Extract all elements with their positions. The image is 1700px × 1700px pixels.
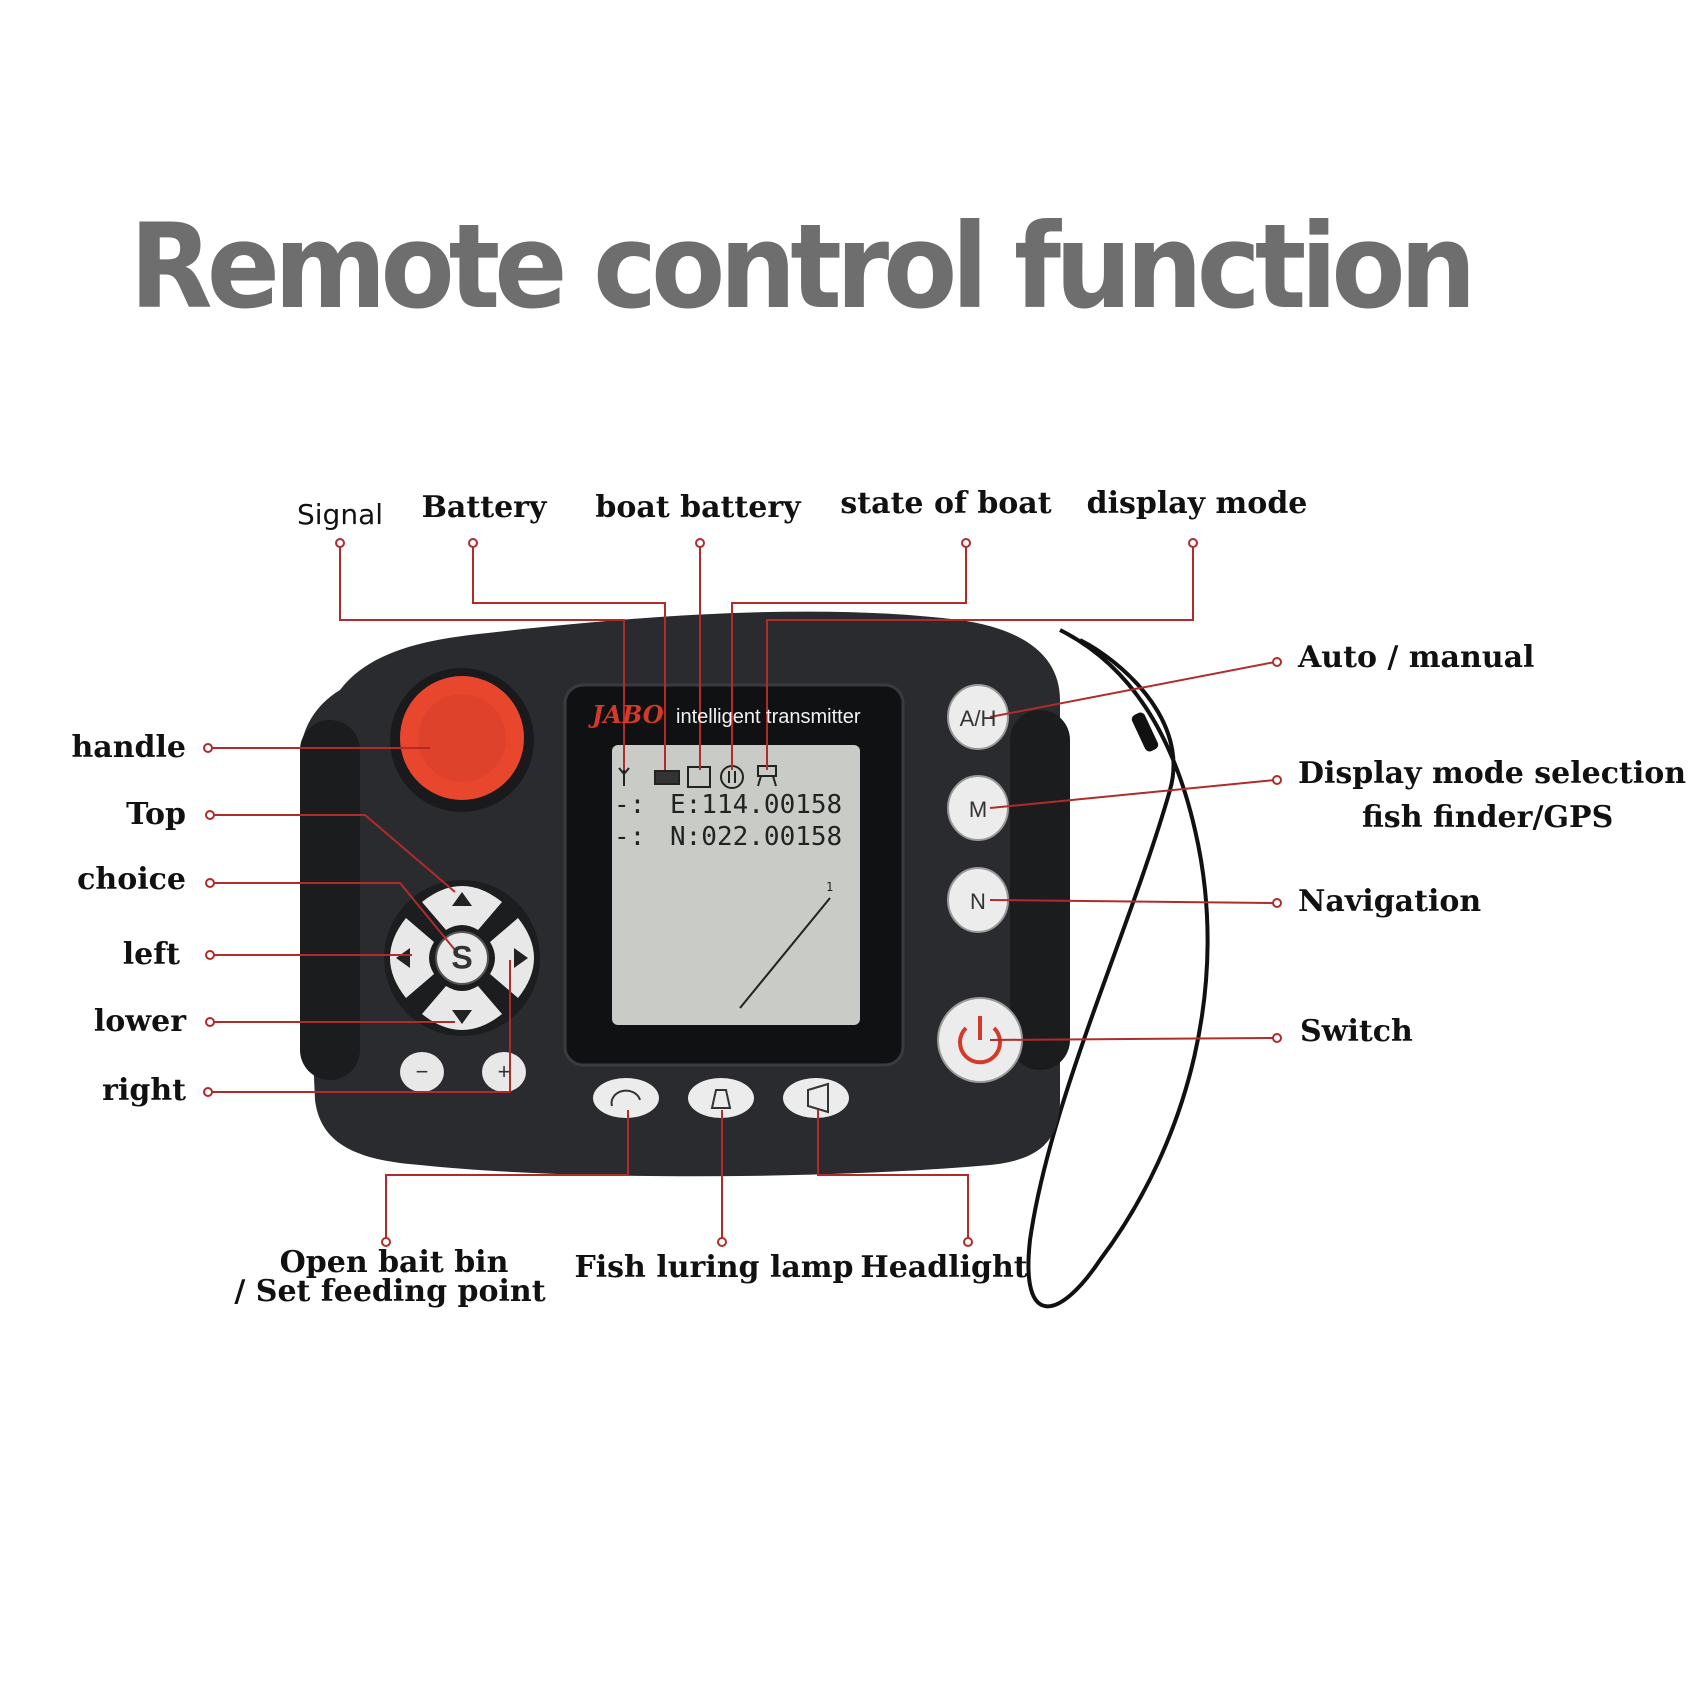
plus-button-label[interactable]: +: [497, 1059, 511, 1084]
label-set-feeding-point: / Set feeding point: [234, 1274, 546, 1309]
s-button-label[interactable]: S: [451, 939, 473, 976]
dpad-s-button: [435, 931, 489, 985]
device-subtitle: intelligent transmitter: [676, 706, 861, 728]
ah-button-label[interactable]: A/H: [959, 706, 997, 731]
lcd-status-icons: [618, 765, 777, 789]
lcd-track-line: [739, 897, 831, 1009]
label-state-of-boat: state of boat: [840, 486, 1052, 521]
label-open-bait-bin: Open bait bin: [279, 1245, 509, 1280]
label-boat-battery: boat battery: [595, 490, 801, 525]
lcd-line2: N:022.00158: [670, 822, 843, 852]
label-headlight: Headlight: [860, 1250, 1028, 1285]
arrow-left-icon: [396, 948, 410, 968]
label-fish-luring-lamp: Fish luring lamp: [574, 1250, 854, 1285]
left-grip: [300, 720, 360, 1080]
label-left: left: [122, 937, 180, 972]
label-top: Top: [126, 797, 186, 832]
lcd-line1: E:114.00158: [670, 790, 843, 820]
lanyard-clip: [1131, 712, 1159, 752]
label-switch: Switch: [1300, 1014, 1413, 1049]
dpad-left-button: [390, 918, 434, 998]
minus-button-label[interactable]: −: [415, 1059, 429, 1084]
label-choice: choice: [77, 862, 186, 897]
dpad-up-button: [422, 886, 502, 930]
plus-button: [482, 1052, 526, 1092]
lamp-icon: [710, 1089, 732, 1109]
fish-lamp-button: [688, 1078, 754, 1118]
dpad-down-button: [422, 986, 502, 1030]
lcd-line2-prefix: -:: [614, 822, 646, 852]
arrow-up-icon: [452, 892, 472, 906]
n-button-label[interactable]: N: [970, 889, 986, 914]
label-auto-manual: Auto / manual: [1298, 640, 1535, 675]
rotate-icon: [610, 1089, 641, 1107]
lcd-line1-prefix: -:: [614, 790, 646, 820]
m-button-label[interactable]: M: [968, 797, 988, 822]
device-brand: JABO: [592, 700, 664, 729]
label-battery: Battery: [421, 490, 547, 525]
label-right: right: [102, 1073, 186, 1108]
page-title: Remote control function: [129, 200, 1477, 335]
headlight-icon: [807, 1082, 829, 1114]
headlight-button: [783, 1078, 849, 1118]
label-display-mode: display mode: [1086, 486, 1308, 521]
lcd-screen: [612, 745, 860, 1025]
label-display-mode-selection: Display mode selection: [1298, 756, 1687, 791]
label-navigation: Navigation: [1298, 884, 1482, 919]
label-signal: Signal: [296, 498, 384, 531]
minus-button: [400, 1052, 444, 1092]
arrow-down-icon: [452, 1010, 472, 1024]
m-button: [947, 775, 1009, 841]
bait-bin-button: [593, 1078, 659, 1118]
label-lower: lower: [93, 1004, 186, 1039]
callout-dots: [203, 538, 1282, 1247]
label-handle: handle: [71, 730, 186, 765]
right-grip: [1010, 710, 1070, 1070]
lcd-track-label: 1: [826, 880, 834, 894]
label-fish-finder-gps: fish finder/GPS: [1362, 800, 1614, 835]
arrow-right-icon: [514, 948, 528, 968]
callout-lines: [210, 545, 1276, 1240]
dpad-right-button: [490, 918, 534, 998]
ah-button: [947, 684, 1009, 750]
